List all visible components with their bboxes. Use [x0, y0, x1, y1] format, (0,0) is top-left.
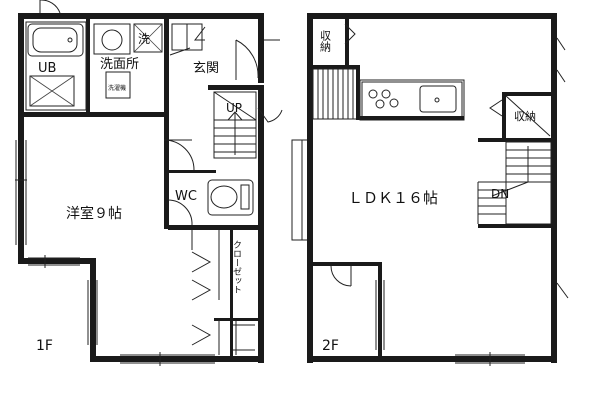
bedroom-label: 洋室９帖 — [66, 205, 122, 222]
stair-up-label: UP — [226, 101, 242, 115]
washroom-label: 洗面所 — [100, 57, 139, 72]
bath-label: UB — [38, 61, 56, 76]
washer-label: 洗 — [138, 32, 150, 46]
storage-left-label: 収納 — [319, 30, 332, 53]
ldk-label: ＬＤＫ１６帖 — [348, 189, 438, 207]
floor-2 — [291, 13, 569, 366]
floor-1 — [15, 0, 283, 366]
stair-down-label: DN — [491, 187, 509, 201]
entrance-label: 玄関 — [193, 61, 219, 76]
washer-box-label: 洗濯機 — [108, 84, 126, 92]
toilet-label: WC — [175, 189, 197, 204]
floor-1-label: 1F — [36, 338, 53, 354]
storage-right-label: 収納 — [514, 110, 536, 123]
closet-label: クローゼット — [231, 240, 242, 294]
floor-2-label: 2F — [322, 338, 339, 354]
